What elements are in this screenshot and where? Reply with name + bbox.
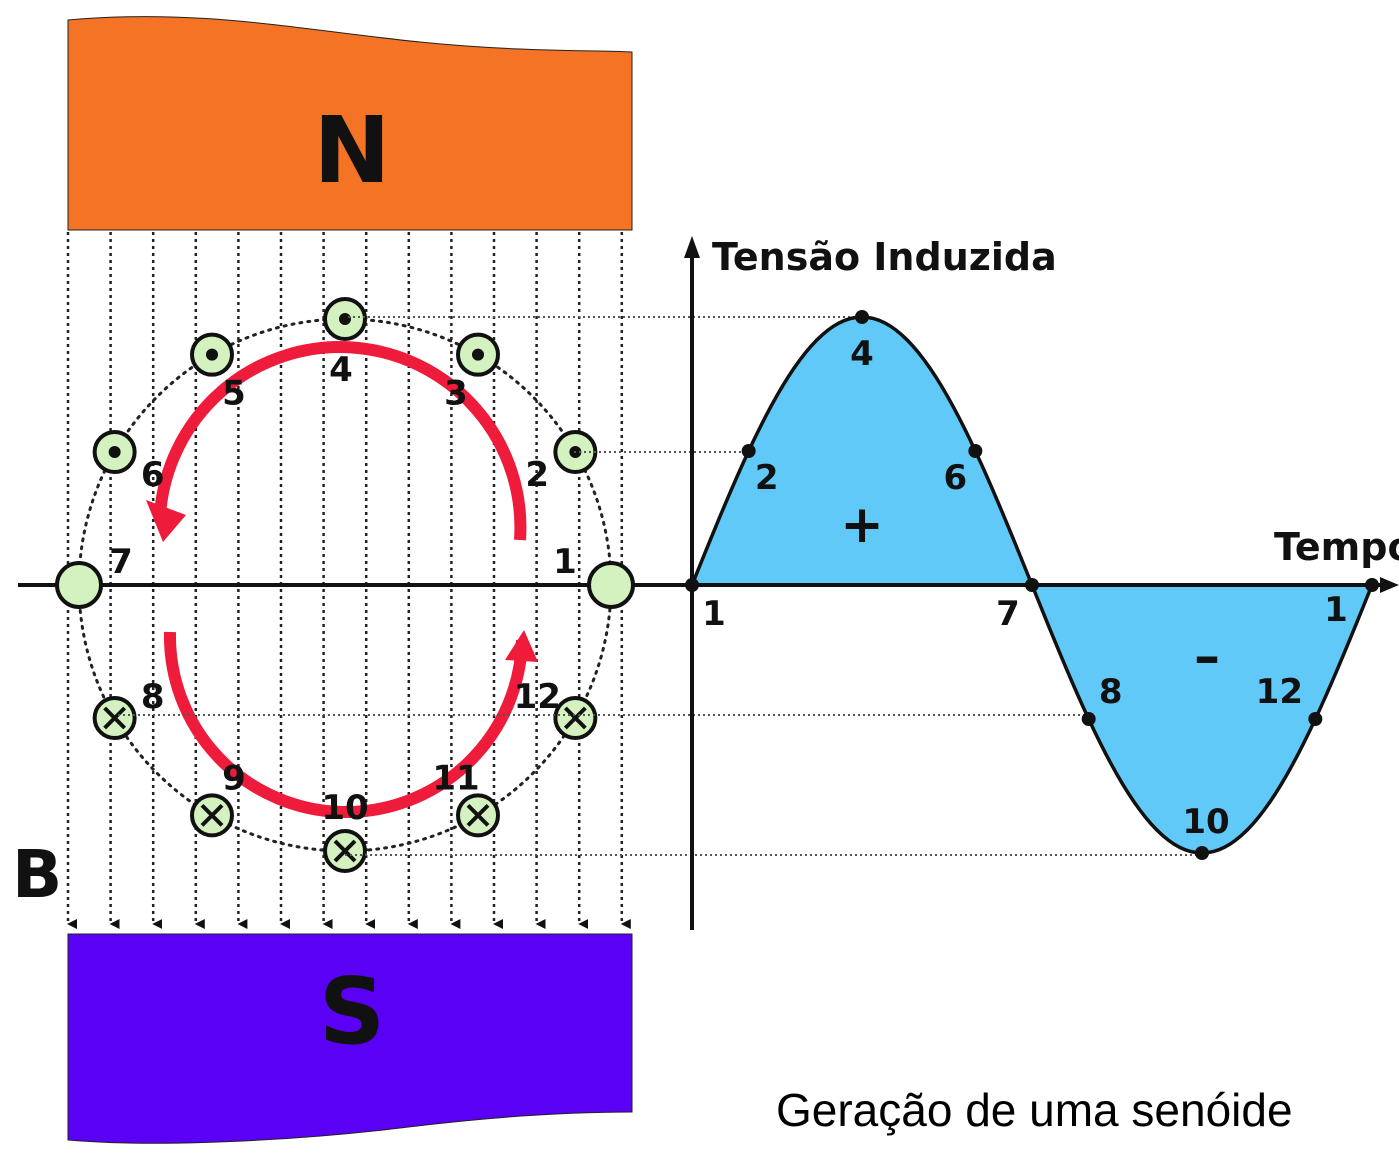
wave-point bbox=[1308, 712, 1323, 726]
caption: Geração de uma senóide bbox=[776, 1084, 1293, 1136]
wave-point-label: 7 bbox=[996, 594, 1020, 634]
wave-point-label: 2 bbox=[755, 458, 779, 498]
wave-point-label: 4 bbox=[850, 334, 874, 374]
conductor-label: 11 bbox=[432, 758, 479, 798]
conductor-5: 5 bbox=[190, 332, 246, 414]
south-label: S bbox=[319, 958, 385, 1065]
conductor-label: 4 bbox=[329, 350, 353, 390]
x-axis-arrowhead bbox=[1380, 577, 1399, 593]
south-magnet bbox=[67, 933, 633, 1144]
wave-point bbox=[685, 578, 699, 592]
conductor-label: 5 bbox=[222, 374, 246, 414]
conductor-circle bbox=[55, 561, 103, 609]
conductor-3: 3 bbox=[444, 332, 500, 414]
conductor-label: 1 bbox=[553, 542, 577, 582]
wave-point bbox=[1081, 712, 1096, 726]
conductor-2: 2 bbox=[525, 430, 598, 495]
north-label: N bbox=[314, 97, 391, 204]
conductor-circle bbox=[587, 561, 635, 609]
conductor-label: 3 bbox=[444, 374, 468, 414]
current-out-icon bbox=[206, 348, 218, 361]
y-axis-arrowhead bbox=[684, 236, 700, 258]
conductor-label: 2 bbox=[525, 455, 549, 495]
wave-point bbox=[1025, 578, 1039, 592]
conductor-11: 11 bbox=[432, 758, 500, 838]
conductor-10: 10 bbox=[321, 788, 369, 873]
wave-point bbox=[741, 444, 756, 458]
field-label: B bbox=[12, 836, 62, 913]
conductor-label: 6 bbox=[141, 455, 165, 495]
current-in-icon bbox=[200, 803, 224, 827]
conductor-label: 10 bbox=[321, 788, 368, 828]
conductor-8: 8 bbox=[92, 677, 165, 740]
current-out-icon bbox=[472, 348, 484, 361]
current-in-icon bbox=[563, 706, 587, 730]
wave-point bbox=[1365, 578, 1379, 592]
wave-point-label: 12 bbox=[1256, 672, 1303, 712]
conductor-9: 9 bbox=[190, 758, 246, 838]
projection-lines bbox=[118, 316, 1322, 856]
conductor-6: 6 bbox=[92, 430, 165, 495]
conductor-1: 1 bbox=[553, 542, 635, 609]
conductor-label: 9 bbox=[222, 758, 246, 798]
wave-point-label: 8 bbox=[1099, 672, 1123, 712]
positive-half-sign: + bbox=[840, 495, 884, 555]
x-axis-label: Tempo bbox=[1274, 525, 1399, 569]
wave-point-label: 10 bbox=[1182, 802, 1229, 842]
y-axis-label: Tensão Induzida bbox=[712, 235, 1057, 279]
north-magnet bbox=[67, 16, 633, 231]
rotation-arrow-top bbox=[146, 341, 527, 542]
current-out-icon bbox=[339, 313, 351, 325]
wave-point bbox=[968, 444, 983, 458]
conductor-4: 4 bbox=[323, 297, 367, 390]
wave-point bbox=[1195, 846, 1209, 860]
conductor-12: 12 bbox=[514, 677, 598, 740]
current-in-icon bbox=[466, 803, 490, 827]
wave-point-label: 6 bbox=[943, 458, 967, 498]
current-in-icon bbox=[333, 839, 357, 863]
wave-point-label: 1 bbox=[1324, 590, 1348, 630]
current-out-icon bbox=[108, 446, 121, 458]
conductor-7: 7 bbox=[55, 542, 133, 609]
wave-point bbox=[855, 310, 869, 324]
conductor-label: 7 bbox=[109, 542, 133, 582]
conductor-label: 8 bbox=[141, 677, 165, 717]
wave-point-label: 1 bbox=[702, 594, 726, 634]
current-in-icon bbox=[103, 706, 127, 730]
negative-half-sign: – bbox=[1194, 627, 1220, 687]
conductor-label: 12 bbox=[514, 677, 561, 717]
